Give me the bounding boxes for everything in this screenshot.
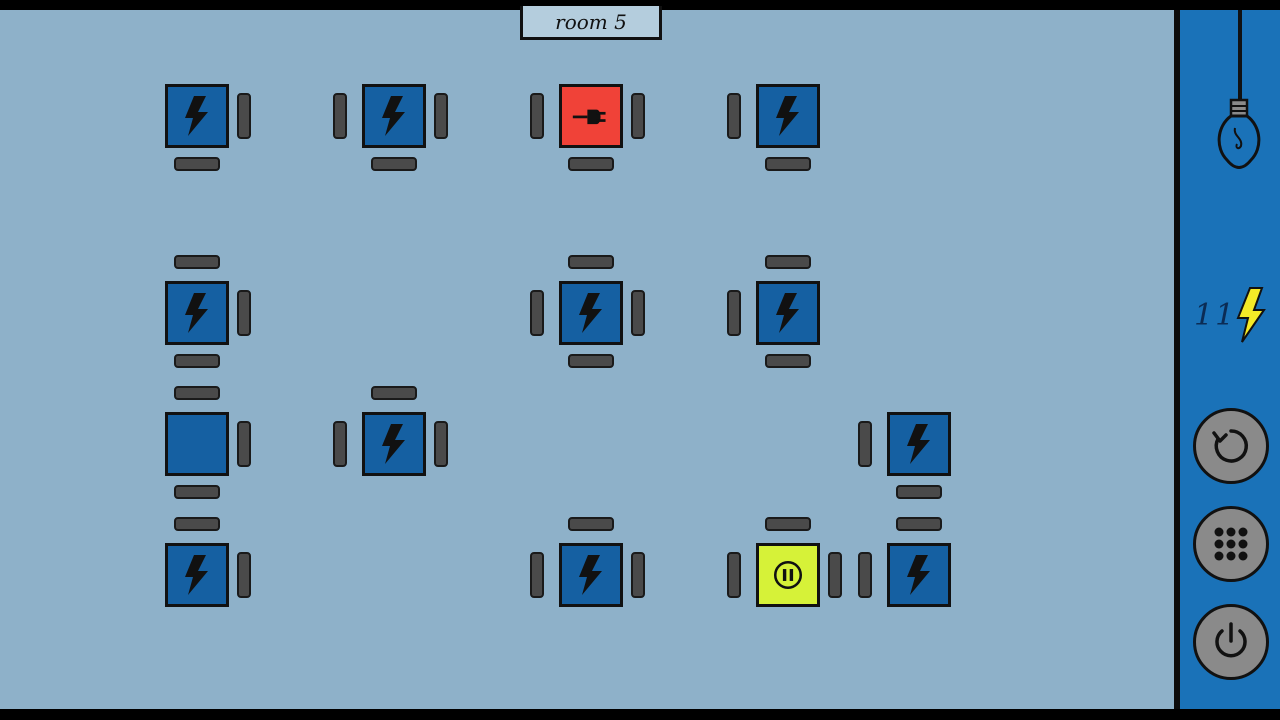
chair-left bbox=[333, 93, 347, 139]
chair-bottom bbox=[174, 354, 220, 368]
desk-10[interactable] bbox=[858, 412, 951, 499]
chair-right bbox=[237, 421, 251, 467]
chair-top bbox=[174, 517, 220, 531]
chair-left bbox=[333, 421, 347, 467]
chair-right bbox=[237, 552, 251, 598]
grid-menu-icon bbox=[1214, 527, 1248, 561]
chair-bottom bbox=[174, 485, 220, 499]
chair-bottom bbox=[174, 157, 220, 171]
desk-screen[interactable] bbox=[756, 543, 820, 607]
desk-screen[interactable] bbox=[887, 543, 951, 607]
chair-left bbox=[727, 552, 741, 598]
desk-screen[interactable] bbox=[165, 412, 229, 476]
room-label: room 5 bbox=[520, 6, 662, 40]
lightning-bolt-icon bbox=[379, 94, 409, 138]
lightning-bolt-icon bbox=[379, 422, 409, 466]
energy-count: 11 bbox=[1194, 297, 1237, 333]
desk-7[interactable] bbox=[727, 255, 820, 368]
chair-left bbox=[530, 290, 544, 336]
desk-3[interactable] bbox=[530, 84, 645, 171]
desk-screen[interactable] bbox=[559, 84, 623, 148]
chair-top bbox=[765, 255, 811, 269]
chair-right bbox=[631, 290, 645, 336]
desk-screen[interactable] bbox=[165, 84, 229, 148]
restart-icon bbox=[1212, 429, 1248, 463]
desk-14[interactable] bbox=[858, 517, 951, 607]
desk-screen[interactable] bbox=[756, 281, 820, 345]
chair-bottom bbox=[765, 354, 811, 368]
desk-screen[interactable] bbox=[756, 84, 820, 148]
desk-screen[interactable] bbox=[165, 543, 229, 607]
restart-button[interactable] bbox=[1193, 408, 1269, 484]
energy-counter: 11 bbox=[1194, 286, 1267, 344]
chair-right bbox=[631, 93, 645, 139]
chair-bottom bbox=[371, 157, 417, 171]
lightbulb-icon[interactable] bbox=[1213, 98, 1265, 182]
level-menu-button[interactable] bbox=[1193, 506, 1269, 582]
lightning-bolt-icon bbox=[904, 422, 934, 466]
quit-button[interactable] bbox=[1193, 604, 1269, 680]
chair-right bbox=[237, 290, 251, 336]
chair-right bbox=[237, 93, 251, 139]
chair-left bbox=[530, 93, 544, 139]
chair-bottom bbox=[896, 485, 942, 499]
chair-top bbox=[174, 386, 220, 400]
desk-screen[interactable] bbox=[362, 84, 426, 148]
chair-top bbox=[568, 517, 614, 531]
chair-bottom bbox=[765, 157, 811, 171]
pause-icon bbox=[771, 558, 805, 592]
lightning-bolt-icon bbox=[1236, 287, 1267, 343]
chair-left bbox=[858, 552, 872, 598]
desk-2[interactable] bbox=[333, 84, 448, 171]
desk-screen[interactable] bbox=[362, 412, 426, 476]
letterbox-bottom bbox=[0, 709, 1280, 720]
desk-9[interactable] bbox=[333, 386, 448, 476]
chair-top bbox=[765, 517, 811, 531]
lightning-bolt-icon bbox=[182, 94, 212, 138]
lightning-bolt-icon bbox=[576, 291, 606, 335]
chair-top bbox=[174, 255, 220, 269]
lightbulb-wire bbox=[1238, 10, 1242, 102]
power-icon bbox=[1215, 622, 1247, 658]
desk-6[interactable] bbox=[530, 255, 645, 368]
desk-11[interactable] bbox=[165, 517, 251, 607]
desk-13[interactable] bbox=[727, 517, 842, 607]
chair-top bbox=[568, 255, 614, 269]
desk-8[interactable] bbox=[165, 386, 251, 499]
desk-12[interactable] bbox=[530, 517, 645, 607]
chair-right bbox=[828, 552, 842, 598]
lightning-bolt-icon bbox=[182, 291, 212, 335]
desk-5[interactable] bbox=[165, 255, 251, 368]
lightning-bolt-icon bbox=[182, 553, 212, 597]
desk-screen[interactable] bbox=[559, 543, 623, 607]
lightning-bolt-icon bbox=[904, 553, 934, 597]
lightning-bolt-icon bbox=[576, 553, 606, 597]
chair-left bbox=[727, 93, 741, 139]
chair-right bbox=[631, 552, 645, 598]
desk-screen[interactable] bbox=[165, 281, 229, 345]
letterbox-top bbox=[0, 0, 1280, 10]
chair-left bbox=[530, 552, 544, 598]
lightning-bolt-icon bbox=[773, 94, 803, 138]
desk-1[interactable] bbox=[165, 84, 251, 171]
chair-bottom bbox=[568, 354, 614, 368]
chair-left bbox=[858, 421, 872, 467]
chair-bottom bbox=[568, 157, 614, 171]
desk-screen[interactable] bbox=[887, 412, 951, 476]
chair-right bbox=[434, 93, 448, 139]
lightning-bolt-icon bbox=[773, 291, 803, 335]
desk-screen[interactable] bbox=[559, 281, 623, 345]
desk-4[interactable] bbox=[727, 84, 820, 171]
chair-top bbox=[896, 517, 942, 531]
chair-right bbox=[434, 421, 448, 467]
power-plug-icon bbox=[571, 102, 611, 130]
chair-top bbox=[371, 386, 417, 400]
chair-left bbox=[727, 290, 741, 336]
